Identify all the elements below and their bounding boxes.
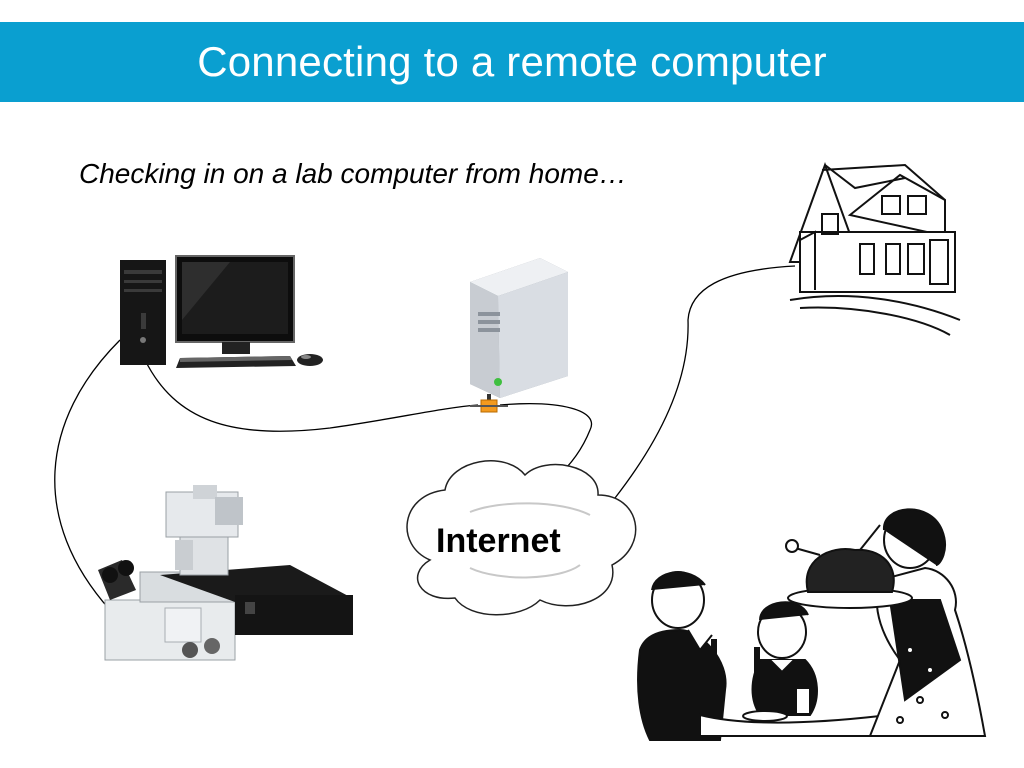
microscope-icon [98,485,353,661]
title-bar: Connecting to a remote computer [0,22,1024,102]
link-internet-home [614,265,796,499]
link-lab-microscope [54,339,121,611]
internet-label: Internet [436,522,561,560]
link-lab-server [144,359,479,432]
family-dinner-icon [637,508,987,741]
desktop-computer-icon [120,255,323,368]
subtitle: Checking in on a lab computer from home… [79,158,627,189]
cloud-icon [406,460,637,616]
house-icon [788,162,961,336]
page-title: Connecting to a remote computer [197,38,827,85]
server-tower-icon [470,258,568,413]
